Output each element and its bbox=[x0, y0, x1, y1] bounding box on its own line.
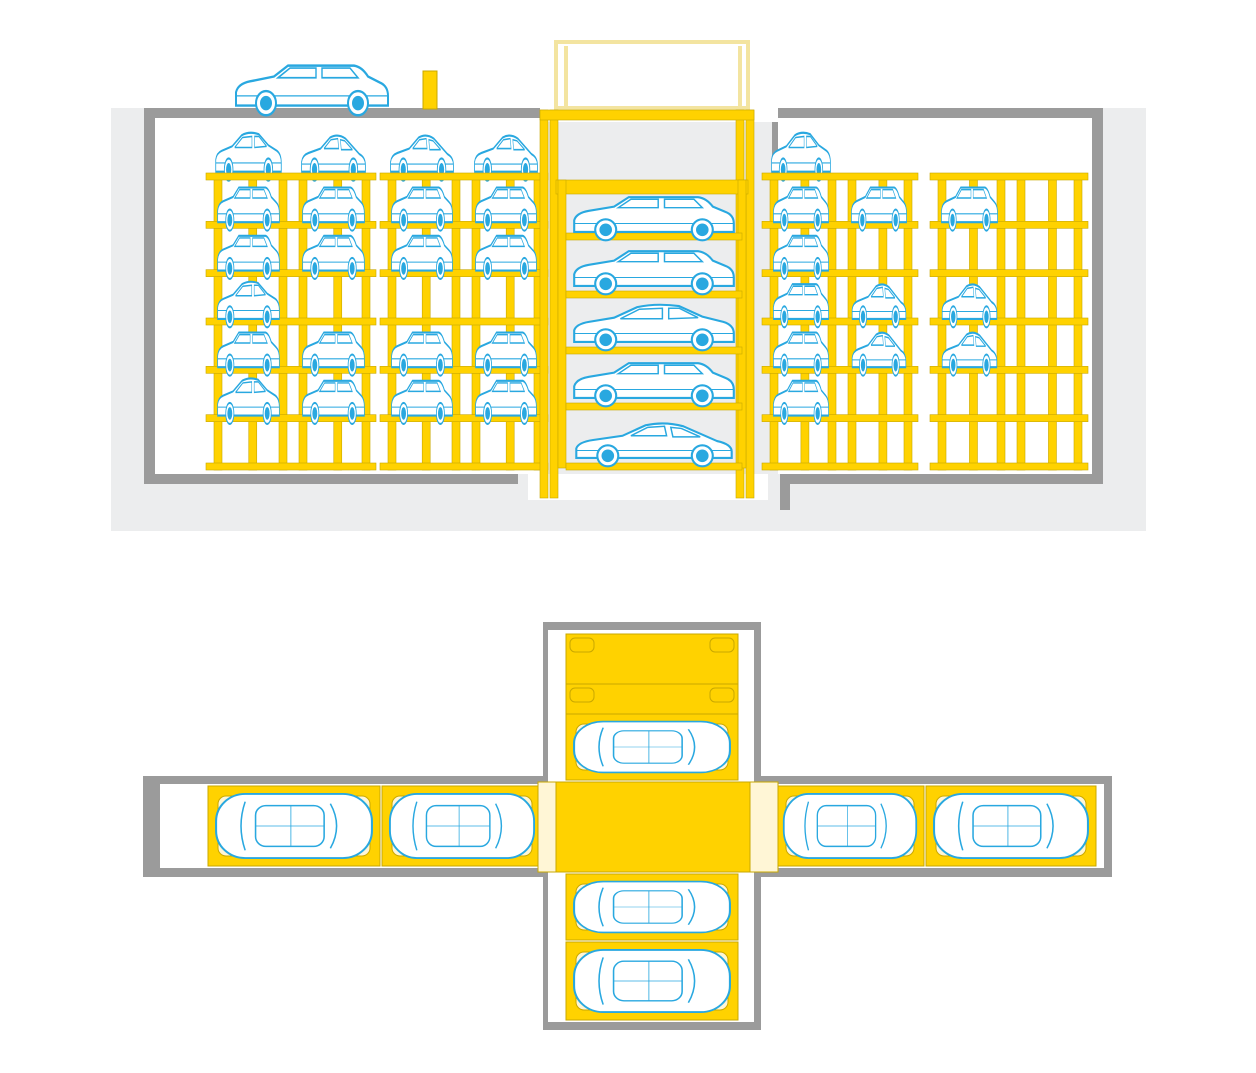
lift-guide-rail bbox=[539, 109, 549, 499]
car-top-icon bbox=[215, 792, 373, 860]
shelf-beam bbox=[379, 317, 549, 326]
left-storage-tower bbox=[205, 131, 377, 471]
bay-wheel-stop bbox=[709, 637, 735, 653]
bay-car bbox=[573, 948, 731, 1014]
shelf-beam bbox=[761, 172, 919, 181]
lift-platform bbox=[565, 402, 743, 411]
lift-platform bbox=[565, 290, 743, 299]
lift-platform-plan bbox=[555, 781, 751, 873]
lift-shaft bbox=[539, 109, 755, 499]
car-top-icon bbox=[573, 948, 731, 1014]
section-view bbox=[111, 40, 1146, 531]
bay-pallet bbox=[565, 683, 739, 715]
right-storage-tower-2 bbox=[929, 172, 1089, 471]
parking-bay bbox=[565, 941, 739, 1021]
lift-cage-top bbox=[555, 179, 749, 195]
shelf-beam bbox=[205, 414, 377, 422]
shelf-beam bbox=[205, 366, 377, 374]
bay-car bbox=[573, 880, 731, 934]
bay-car bbox=[215, 792, 373, 860]
bay-wheel-stop bbox=[709, 687, 735, 703]
shelf-beam bbox=[929, 317, 1089, 326]
wagon-car bbox=[234, 64, 390, 117]
shelf-beam bbox=[205, 269, 377, 277]
shelf-beam bbox=[205, 317, 377, 326]
shelf-beam bbox=[761, 221, 919, 229]
car-top-icon bbox=[388, 792, 536, 860]
bay-car bbox=[388, 792, 536, 860]
shelf-beam bbox=[929, 269, 1089, 277]
car-top-icon bbox=[782, 792, 918, 860]
bay-car bbox=[573, 720, 731, 774]
shelf-beam bbox=[761, 414, 919, 422]
shelf-beam bbox=[761, 269, 919, 277]
car-top-icon bbox=[573, 880, 731, 934]
shelf-beam bbox=[379, 462, 549, 471]
shelf-beam bbox=[205, 462, 377, 471]
plan-view bbox=[143, 622, 1112, 1030]
shelf-beam bbox=[205, 172, 377, 181]
lift-head-beam bbox=[539, 109, 755, 121]
left-storage-tower-2 bbox=[379, 134, 549, 471]
lift-platform bbox=[565, 346, 743, 355]
lift-cage-post bbox=[737, 179, 747, 469]
raised-lift-frame-ghost bbox=[554, 40, 750, 110]
parking-bay bbox=[925, 785, 1097, 867]
shelf-beam bbox=[761, 366, 919, 374]
shelf-beam bbox=[929, 221, 1089, 229]
parking-bay bbox=[381, 785, 543, 867]
parking-bay bbox=[565, 633, 739, 685]
lift-guide-rail bbox=[745, 109, 755, 499]
parking-bay bbox=[565, 713, 739, 781]
lift-cage-post bbox=[557, 179, 567, 469]
lift-platform bbox=[565, 462, 743, 471]
parking-bay bbox=[207, 785, 381, 867]
shelf-beam bbox=[929, 366, 1089, 374]
shelf-beam bbox=[929, 462, 1089, 471]
wagon-car-icon bbox=[234, 64, 390, 117]
shelf-beam bbox=[761, 317, 919, 326]
entrance-bollard bbox=[422, 70, 438, 110]
bay-car bbox=[782, 792, 918, 860]
shelf-beam bbox=[929, 414, 1089, 422]
parking-bay bbox=[565, 873, 739, 941]
shelf-beam bbox=[205, 221, 377, 229]
bay-car bbox=[933, 792, 1089, 860]
car-top-icon bbox=[933, 792, 1089, 860]
right-storage-tower bbox=[761, 131, 919, 471]
shelf-beam bbox=[929, 172, 1089, 181]
bay-wheel-stop bbox=[569, 687, 595, 703]
bay-wheel-stop bbox=[569, 637, 595, 653]
parking-bay bbox=[565, 683, 739, 715]
shelf-beam bbox=[379, 172, 549, 181]
shelf-beam bbox=[761, 462, 919, 471]
lift-platform bbox=[565, 232, 743, 241]
bay-pallet bbox=[565, 633, 739, 685]
parking-bay bbox=[775, 785, 925, 867]
car-top-icon bbox=[573, 720, 731, 774]
lift-guide-rail bbox=[549, 109, 559, 499]
